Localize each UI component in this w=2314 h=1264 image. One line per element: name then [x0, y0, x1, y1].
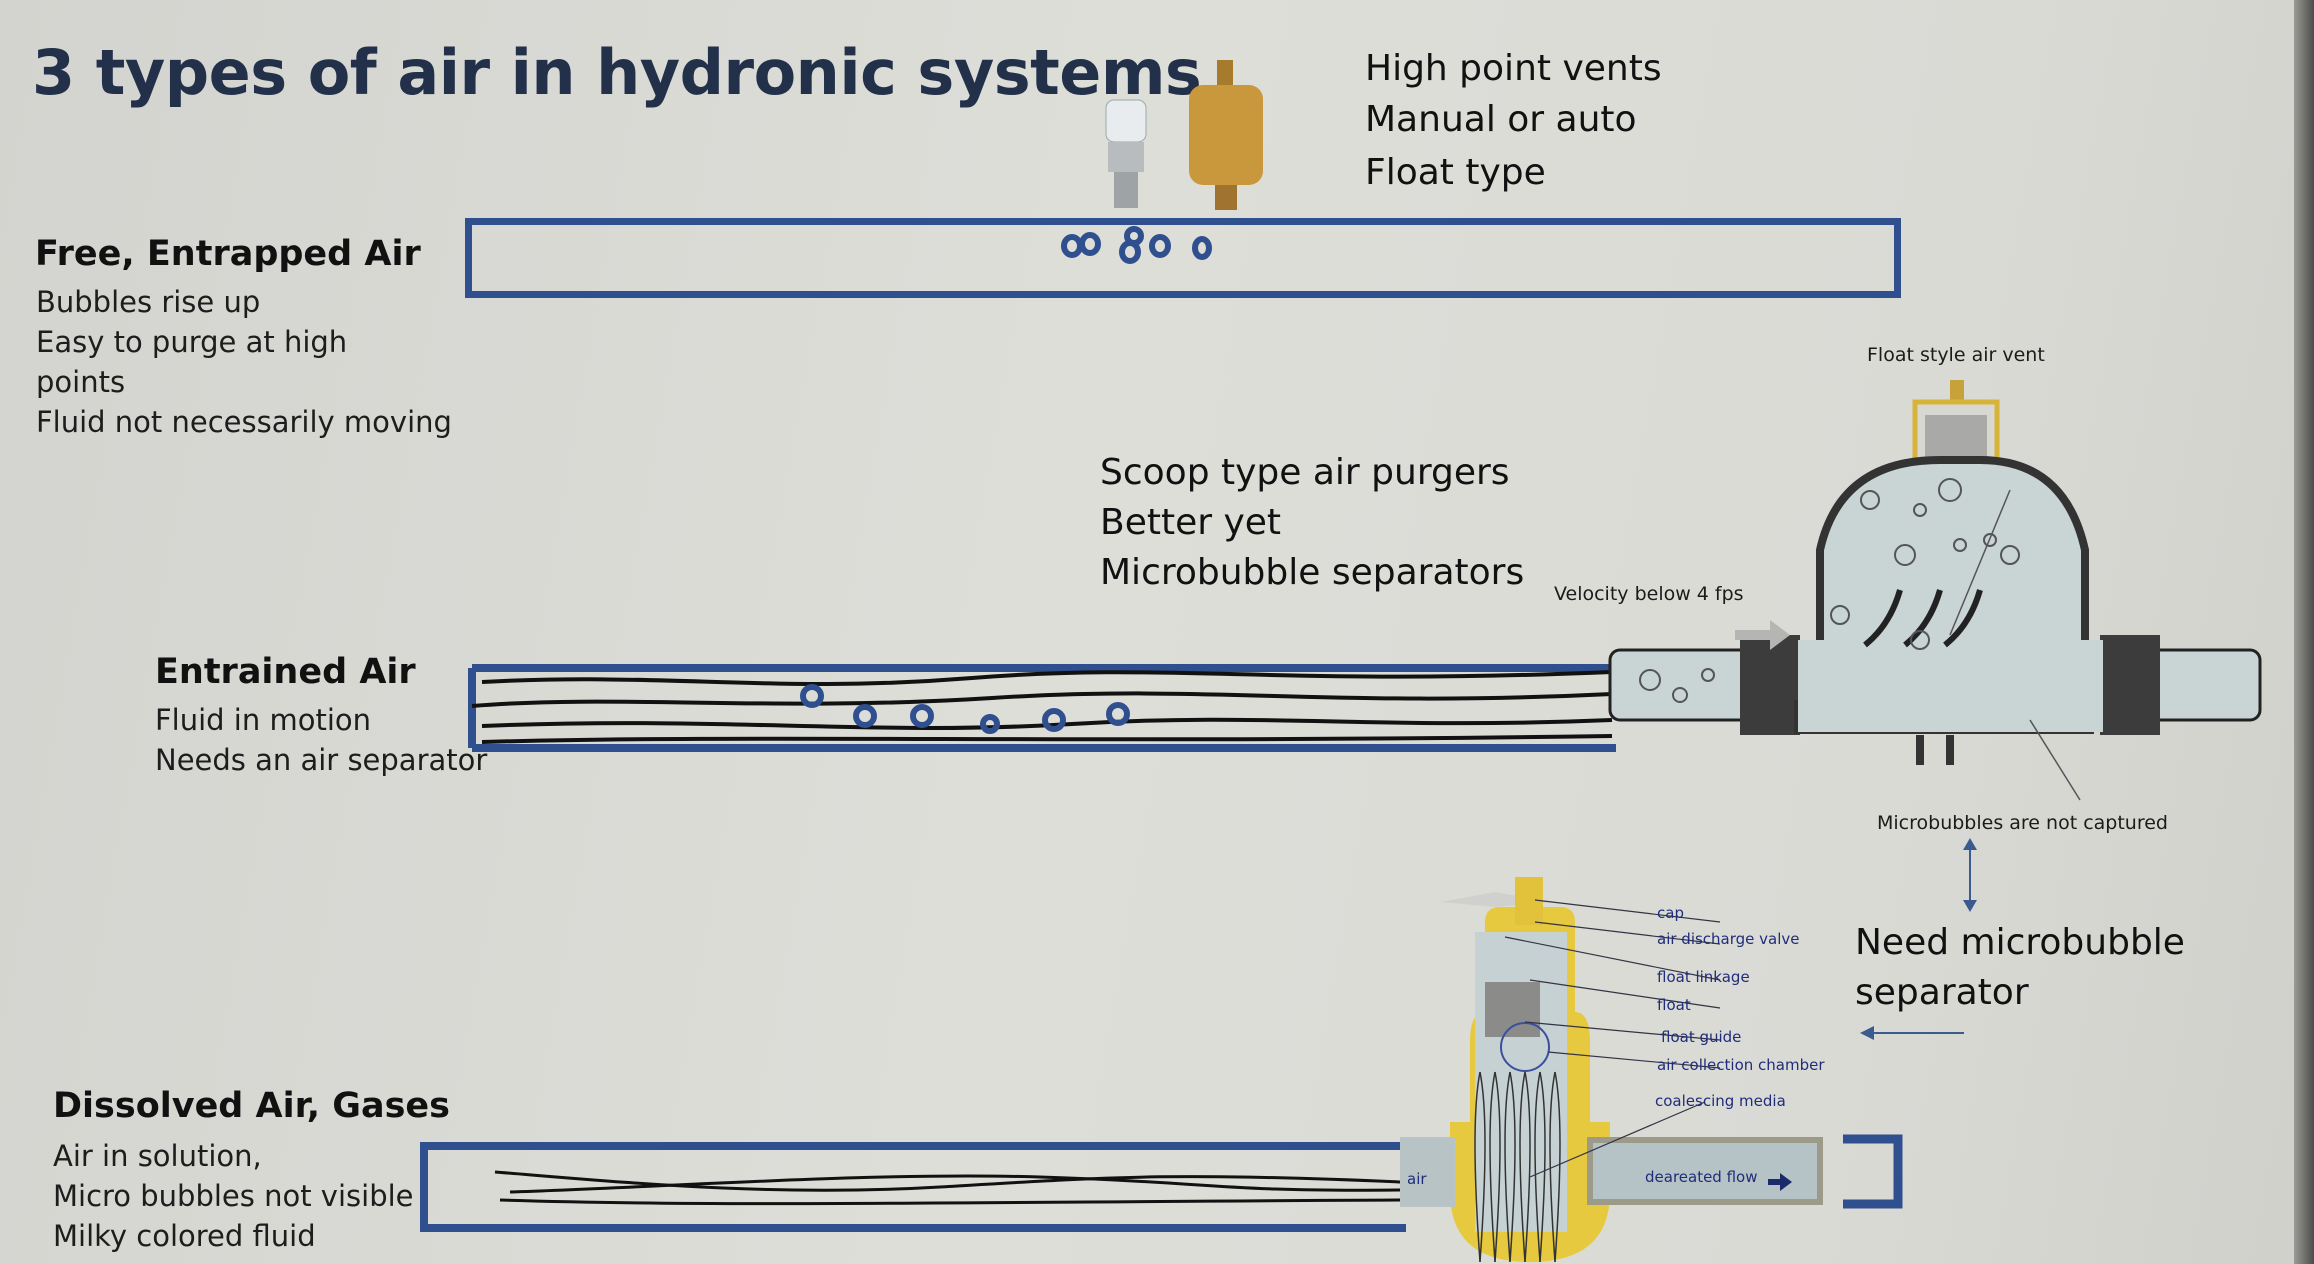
vents-line: High point vents [1365, 48, 1662, 89]
need-line: separator [1855, 972, 2029, 1013]
float-vent-label: Float style air vent [1867, 344, 2045, 366]
bottom-pipe [420, 1142, 1406, 1232]
entrained-air-heading: Entrained Air [155, 652, 416, 692]
label-float-linkage: float linkage [1657, 968, 1750, 986]
desc-line: Milky colored fluid [53, 1219, 316, 1253]
desc-line: Air in solution, [53, 1139, 262, 1173]
desc-line: Bubbles rise up [36, 285, 261, 319]
label-float: float [1657, 996, 1691, 1014]
free-air-heading: Free, Entrapped Air [35, 234, 421, 274]
microbubble-separator-diagram [1400, 877, 1823, 1263]
purgers-line: Better yet [1100, 502, 1282, 543]
velocity-label: Velocity below 4 fps [1554, 583, 1744, 605]
top-pipe [465, 218, 1901, 298]
purgers-text: Scoop type air purgers Better yet Microb… [1100, 448, 1524, 598]
purgers-line: Microbubble separators [1100, 552, 1525, 593]
scoop-separator-diagram [1608, 380, 2262, 801]
label-cap: cap [1657, 904, 1684, 922]
double-arrow-icon [1963, 838, 1977, 912]
free-air-bubbles [1061, 226, 1212, 264]
label-air: air [1407, 1170, 1427, 1188]
desc-line: points [36, 365, 126, 399]
vents-line: Float type [1365, 152, 1546, 193]
need-separator-text: Need microbubble separator [1855, 918, 2185, 1018]
screen-edge [2294, 0, 2314, 1264]
label-air-discharge-valve: air discharge valve [1657, 930, 1800, 948]
label-deareated-flow: deareated flow [1645, 1168, 1758, 1186]
entrained-air-desc: Fluid in motion Needs an air separator [155, 700, 487, 780]
manual-vent-image [1105, 99, 1147, 208]
auto-vent-image [1189, 60, 1263, 210]
left-arrow-icon [1860, 1026, 1964, 1040]
desc-line: Micro bubbles not visible [53, 1179, 414, 1213]
desc-line: Fluid in motion [155, 703, 371, 737]
slide-title: 3 types of air in hydronic systems [32, 36, 1202, 109]
vents-line: Manual or auto [1365, 99, 1637, 140]
desc-line: Needs an air separator [155, 743, 488, 777]
desc-line: Easy to purge at high [36, 325, 348, 359]
right-pipe-bracket [1843, 1134, 1903, 1209]
middle-pipe [468, 664, 1616, 752]
desc-line: Fluid not necessarily moving [36, 405, 452, 439]
need-line: Need microbubble [1855, 922, 2185, 963]
label-float-guide: float guide [1661, 1028, 1742, 1046]
microbubbles-caption: Microbubbles are not captured [1877, 812, 2168, 834]
dissolved-air-desc: Air in solution, Micro bubbles not visib… [53, 1136, 414, 1256]
dissolved-air-heading: Dissolved Air, Gases [53, 1086, 450, 1126]
purgers-line: Scoop type air purgers [1100, 452, 1510, 493]
free-air-desc: Bubbles rise up Easy to purge at high po… [36, 282, 452, 442]
label-air-collection-chamber: air collection chamber [1657, 1056, 1825, 1074]
label-coalescing-media: coalescing media [1655, 1092, 1786, 1110]
